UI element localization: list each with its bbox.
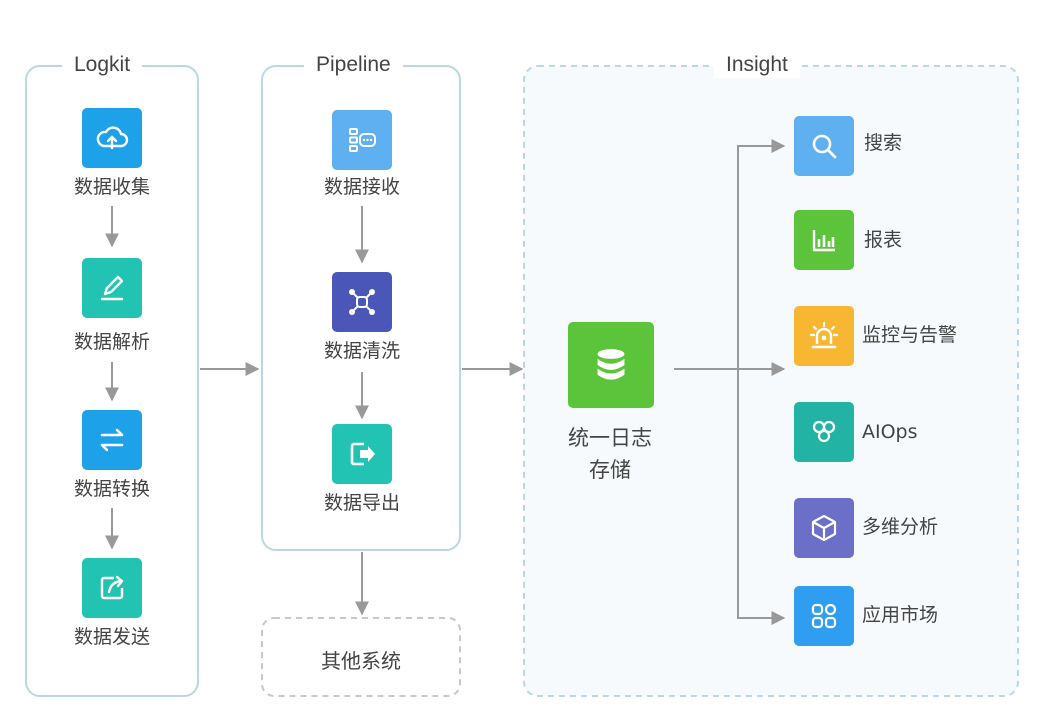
app-grid-icon: [794, 586, 854, 646]
other-system-frame: [261, 617, 461, 697]
step-label-transform: 数据转换: [73, 478, 150, 500]
receive-list-icon: [332, 110, 392, 170]
cloud-upload-icon: [82, 108, 142, 168]
pencil-icon: [82, 258, 142, 318]
storage-label-line1: 统一日志: [568, 426, 652, 450]
step-label-collect: 数据收集: [73, 176, 150, 198]
group-title-pipeline: Pipeline: [304, 52, 403, 78]
search-icon: [794, 116, 854, 176]
rings-icon: [794, 402, 854, 462]
bar-chart-icon: [794, 210, 854, 270]
group-title-logkit: Logkit: [62, 52, 143, 78]
step-label-parse: 数据解析: [73, 331, 150, 353]
network-nodes-icon: [332, 272, 392, 332]
export-door-icon: [332, 424, 392, 484]
insight-label-search: 搜索: [864, 132, 903, 154]
storage-label-line2: 存储: [589, 458, 631, 482]
step-label-receive: 数据接收: [323, 176, 400, 198]
share-out-icon: [82, 558, 142, 618]
insight-label-market: 应用市场: [862, 604, 939, 626]
insight-label-report: 报表: [864, 229, 903, 251]
step-label-export: 数据导出: [323, 492, 400, 514]
insight-label-analysis: 多维分析: [862, 516, 939, 538]
storage-label: 统一日志 存储: [540, 422, 680, 486]
insight-label-monitor: 监控与告警: [862, 324, 958, 346]
alarm-light-icon: [794, 306, 854, 366]
database-icon: [568, 322, 654, 408]
step-label-send: 数据发送: [73, 626, 150, 648]
step-label-clean: 数据清洗: [323, 340, 400, 362]
cube-icon: [794, 498, 854, 558]
swap-arrows-icon: [82, 410, 142, 470]
group-title-insight: Insight: [714, 52, 800, 78]
insight-label-aiops: AIOps: [862, 421, 918, 443]
other-system-label: 其他系统: [321, 649, 401, 673]
